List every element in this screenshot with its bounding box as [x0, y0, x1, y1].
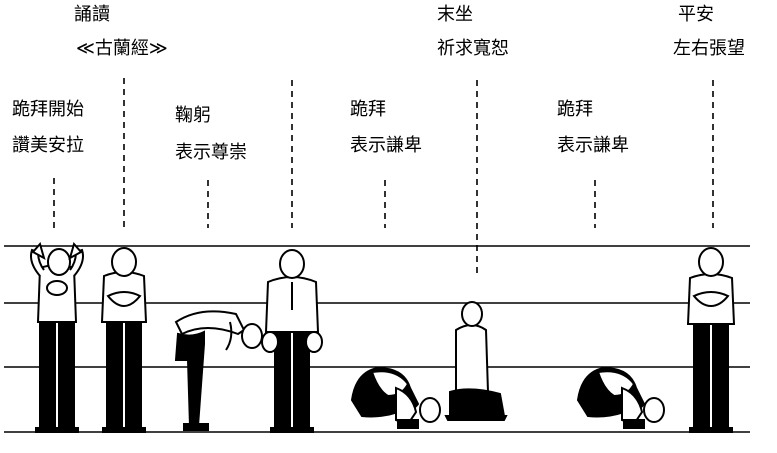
figure-hands-raised: [30, 241, 84, 433]
label-prostration-1-sub: 表示謙卑: [350, 135, 422, 156]
label-prostration-1-title: 跪拜: [350, 99, 386, 120]
label-recite-sub: ≪古蘭經≫: [76, 38, 168, 59]
figure-standing-hands-folded: [100, 247, 148, 433]
label-start-sub: 讚美安拉: [12, 135, 84, 156]
figure-standing-arms-down: [261, 249, 323, 433]
figure-prostration-1: [350, 366, 441, 429]
figure-peace-greeting: [686, 247, 736, 433]
label-bow-title: 鞠躬: [175, 105, 211, 126]
figure-prostration-2: [576, 366, 665, 429]
label-bow-sub: 表示尊崇: [175, 142, 247, 163]
label-prostration-2-sub: 表示謙卑: [557, 135, 629, 156]
label-sit-sub: 祈求寬恕: [437, 38, 509, 59]
label-peace-title: 平安: [678, 4, 714, 25]
figure-sitting: [444, 301, 508, 421]
label-sit-title: 末坐: [437, 4, 473, 25]
label-start-title: 跪拜開始: [12, 99, 84, 120]
label-peace-sub: 左右張望: [673, 38, 745, 59]
label-prostration-2-title: 跪拜: [557, 99, 593, 120]
label-recite-title: 誦讀: [74, 4, 110, 25]
pointer-lines: [53, 78, 714, 278]
figure-bowing: [174, 310, 263, 431]
